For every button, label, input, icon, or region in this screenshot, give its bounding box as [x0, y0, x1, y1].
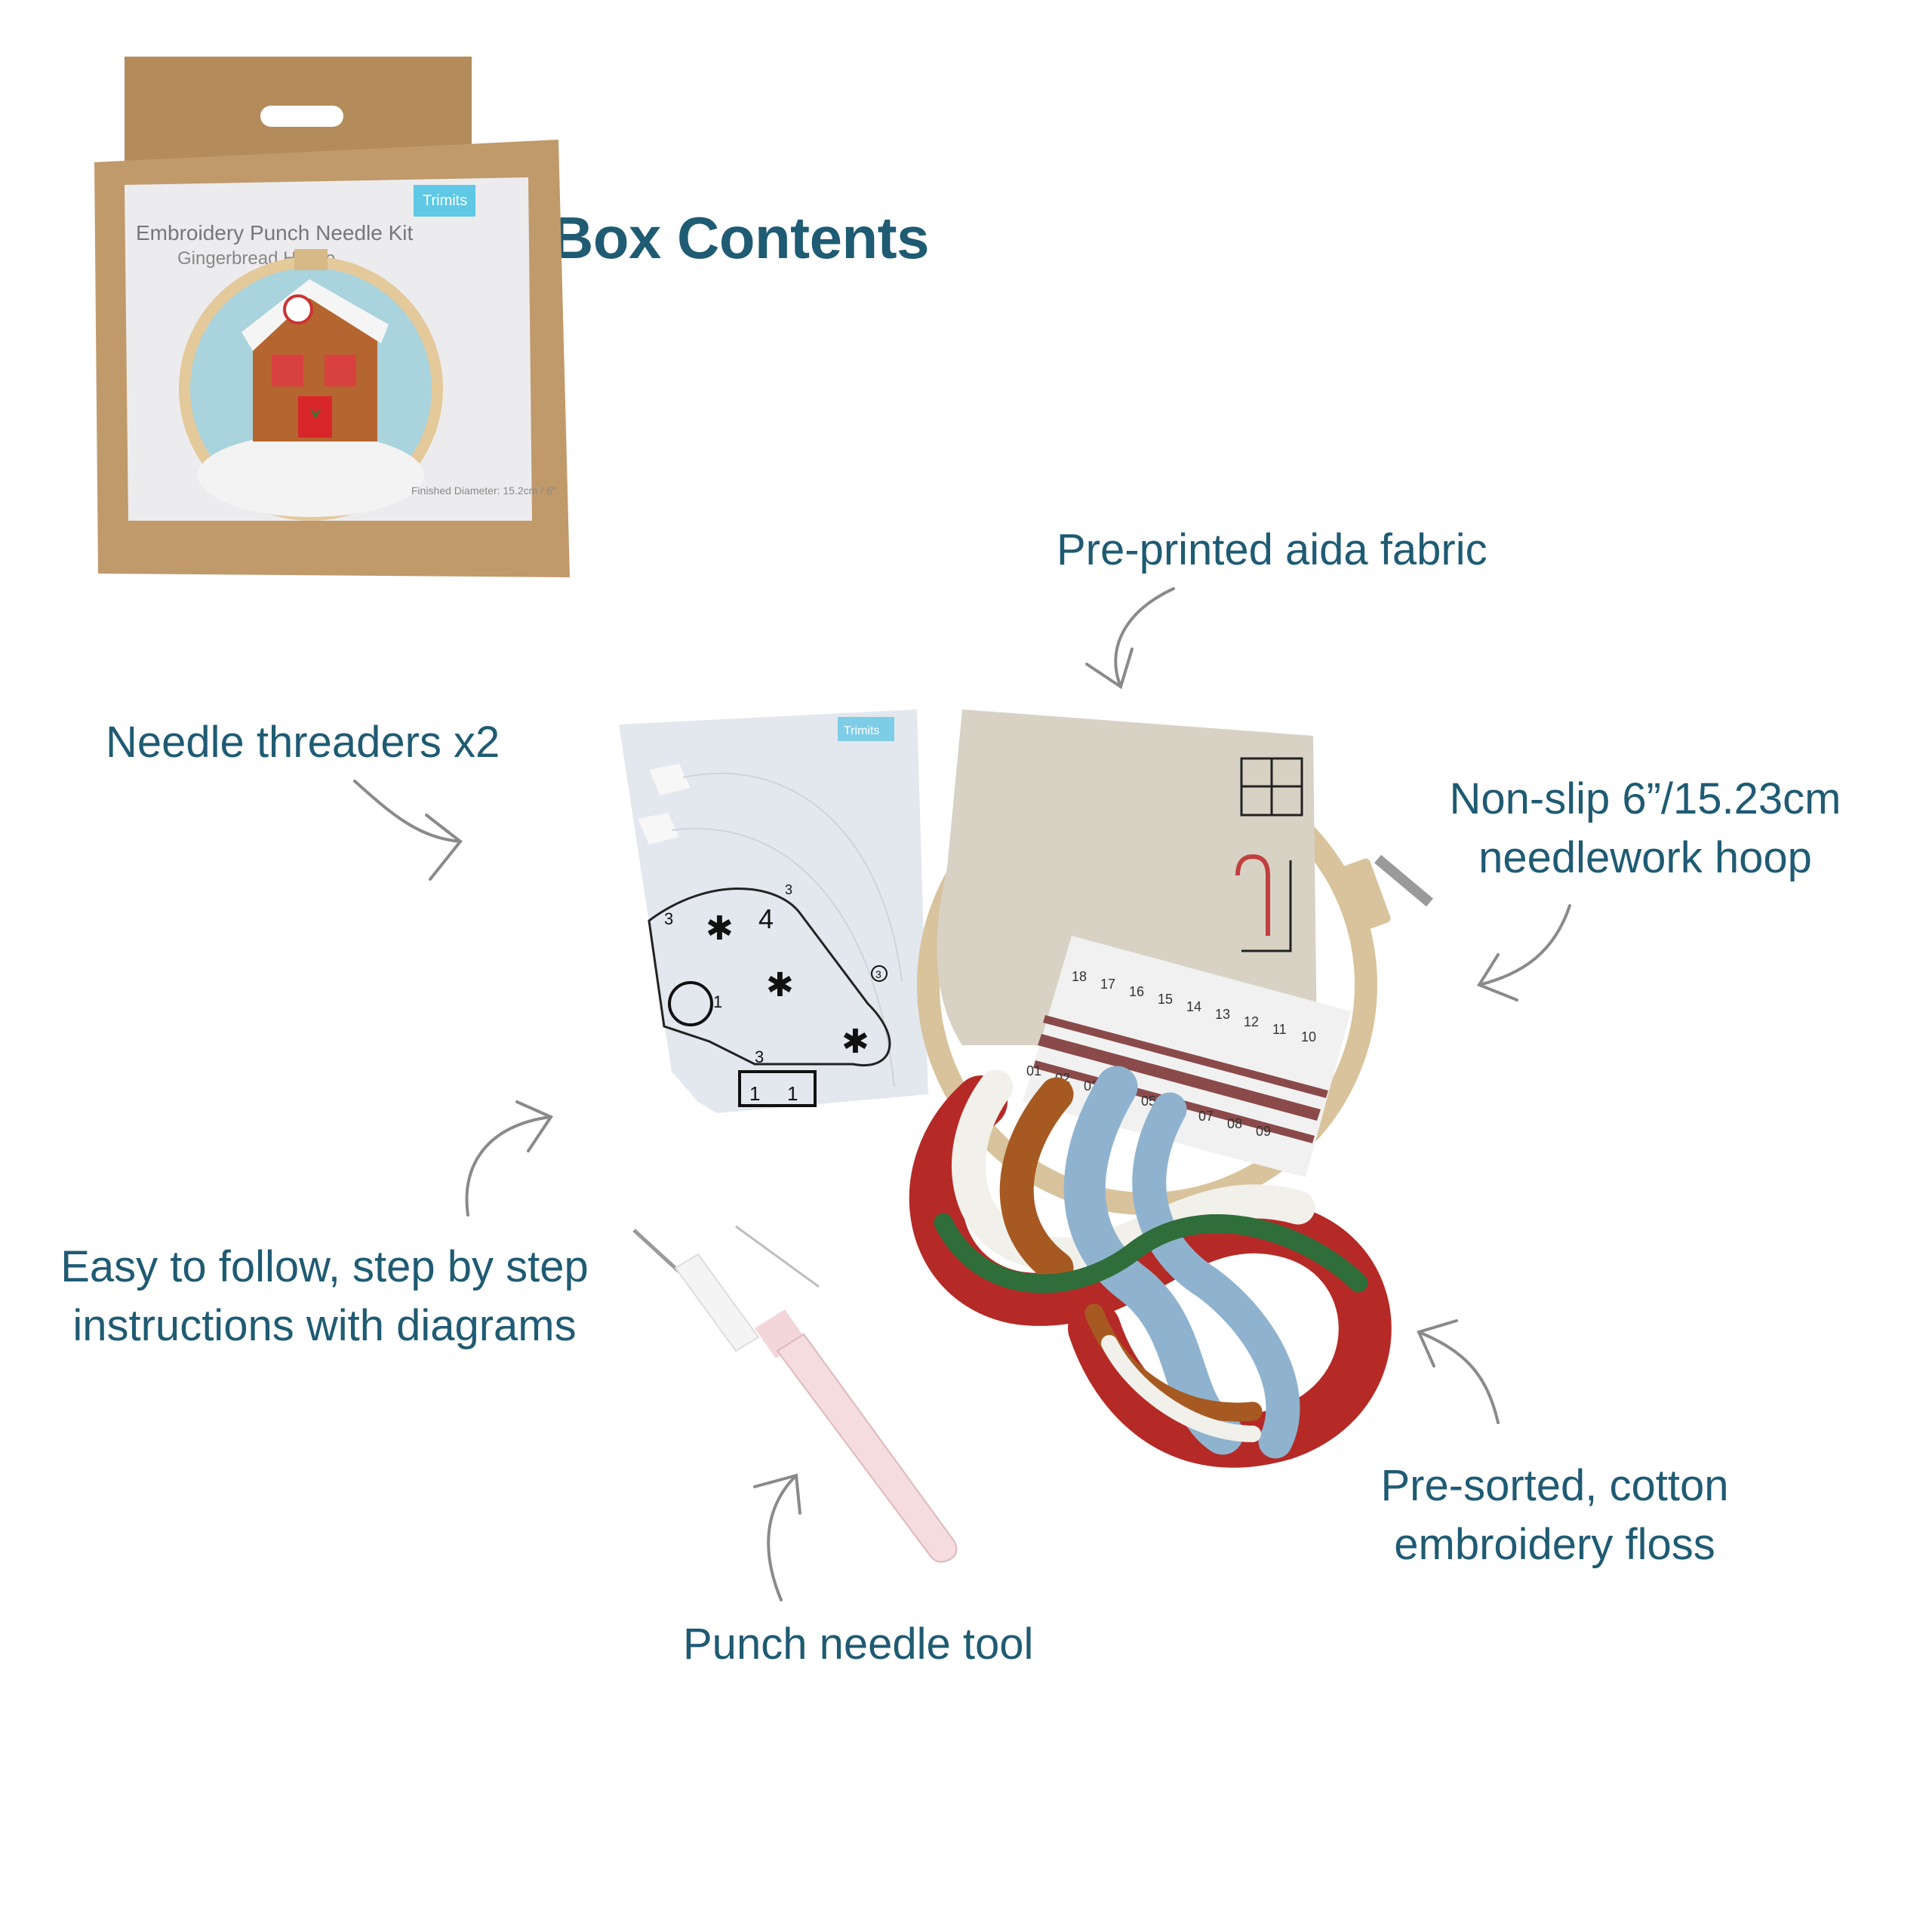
- arrow-hoop: [1477, 904, 1571, 1001]
- sheet-number: 3: [785, 882, 792, 897]
- box-kit-title: Embroidery Punch Needle Kit: [136, 221, 414, 245]
- card-number: 05: [1141, 1094, 1156, 1109]
- product-box: Trimits Embroidery Punch Needle Kit Ging…: [94, 57, 570, 577]
- card-number: 14: [1186, 999, 1201, 1014]
- label-hoop-line2: needlework hoop: [1478, 833, 1812, 882]
- card-number: 12: [1244, 1014, 1259, 1029]
- embroidery-floss: [909, 1066, 1392, 1468]
- brand-logo: [414, 185, 475, 217]
- label-instructions-line2: instructions with diagrams: [72, 1301, 577, 1350]
- label-hoop: Non-slip 6”/15.23cm needlework hoop: [1419, 770, 1872, 888]
- card-number: 08: [1227, 1116, 1242, 1131]
- arrow-instructions: [465, 1100, 553, 1217]
- instruction-sheet: Trimits 3 4 3 1 3 1 1 3 ✱ ✱ ✱: [619, 709, 928, 1113]
- sheet-number: 1: [749, 1082, 760, 1105]
- sheet-number: 3: [875, 968, 881, 980]
- arrow-tool: [753, 1473, 801, 1601]
- threader-1: [649, 764, 691, 795]
- card-number: 11: [1272, 1022, 1287, 1037]
- label-fabric: Pre-printed aida fabric: [1057, 525, 1487, 574]
- card-number: 15: [1158, 992, 1173, 1007]
- sheet-brand: Trimits: [844, 724, 879, 737]
- label-tool: Punch needle tool: [683, 1620, 1034, 1669]
- label-floss-line2: embroidery floss: [1394, 1520, 1715, 1569]
- sheet-number: 3: [755, 1048, 764, 1066]
- svg-text:✱: ✱: [841, 1023, 869, 1061]
- arrow-fabric: [1085, 587, 1175, 690]
- card-number: 17: [1100, 977, 1115, 992]
- arrow-threaders: [353, 780, 463, 881]
- sheet-number: 1: [787, 1082, 798, 1105]
- label-threaders: Needle threaders x2: [106, 718, 500, 767]
- aida-fabric: [937, 709, 1317, 1045]
- sheet-number: 3: [664, 909, 673, 928]
- card-number: 13: [1215, 1007, 1230, 1022]
- threader-2: [638, 813, 679, 844]
- box-brand: Trimits: [423, 192, 467, 209]
- callout-arrows: [353, 587, 1571, 1601]
- label-floss-line1: Pre-sorted, cotton: [1380, 1461, 1729, 1510]
- arrow-floss: [1417, 1319, 1500, 1424]
- punch-needle-tool: [632, 1225, 958, 1563]
- box-diameter: Finished Diameter: 15.2cm / 6": [411, 485, 556, 497]
- card-number: 10: [1301, 1029, 1316, 1044]
- sheet-number: 4: [758, 903, 774, 934]
- card-number: 07: [1198, 1109, 1214, 1124]
- svg-text:✱: ✱: [706, 909, 734, 948]
- label-instructions-line1: Easy to follow, step by step: [60, 1242, 589, 1291]
- sheet-number: 1: [713, 992, 722, 1011]
- label-floss: Pre-sorted, cotton embroidery floss: [1343, 1457, 1766, 1574]
- peppermint-diagram: [668, 981, 713, 1026]
- card-number: 01: [1026, 1063, 1041, 1078]
- page-title: Box Contents: [551, 205, 930, 271]
- label-instructions: Easy to follow, step by step instruction…: [30, 1238, 619, 1355]
- card-number: 16: [1129, 984, 1144, 999]
- card-number: 18: [1072, 969, 1087, 984]
- card-number: 09: [1256, 1124, 1271, 1139]
- label-hoop-line1: Non-slip 6”/15.23cm: [1449, 774, 1841, 823]
- svg-text:✱: ✱: [766, 966, 794, 1004]
